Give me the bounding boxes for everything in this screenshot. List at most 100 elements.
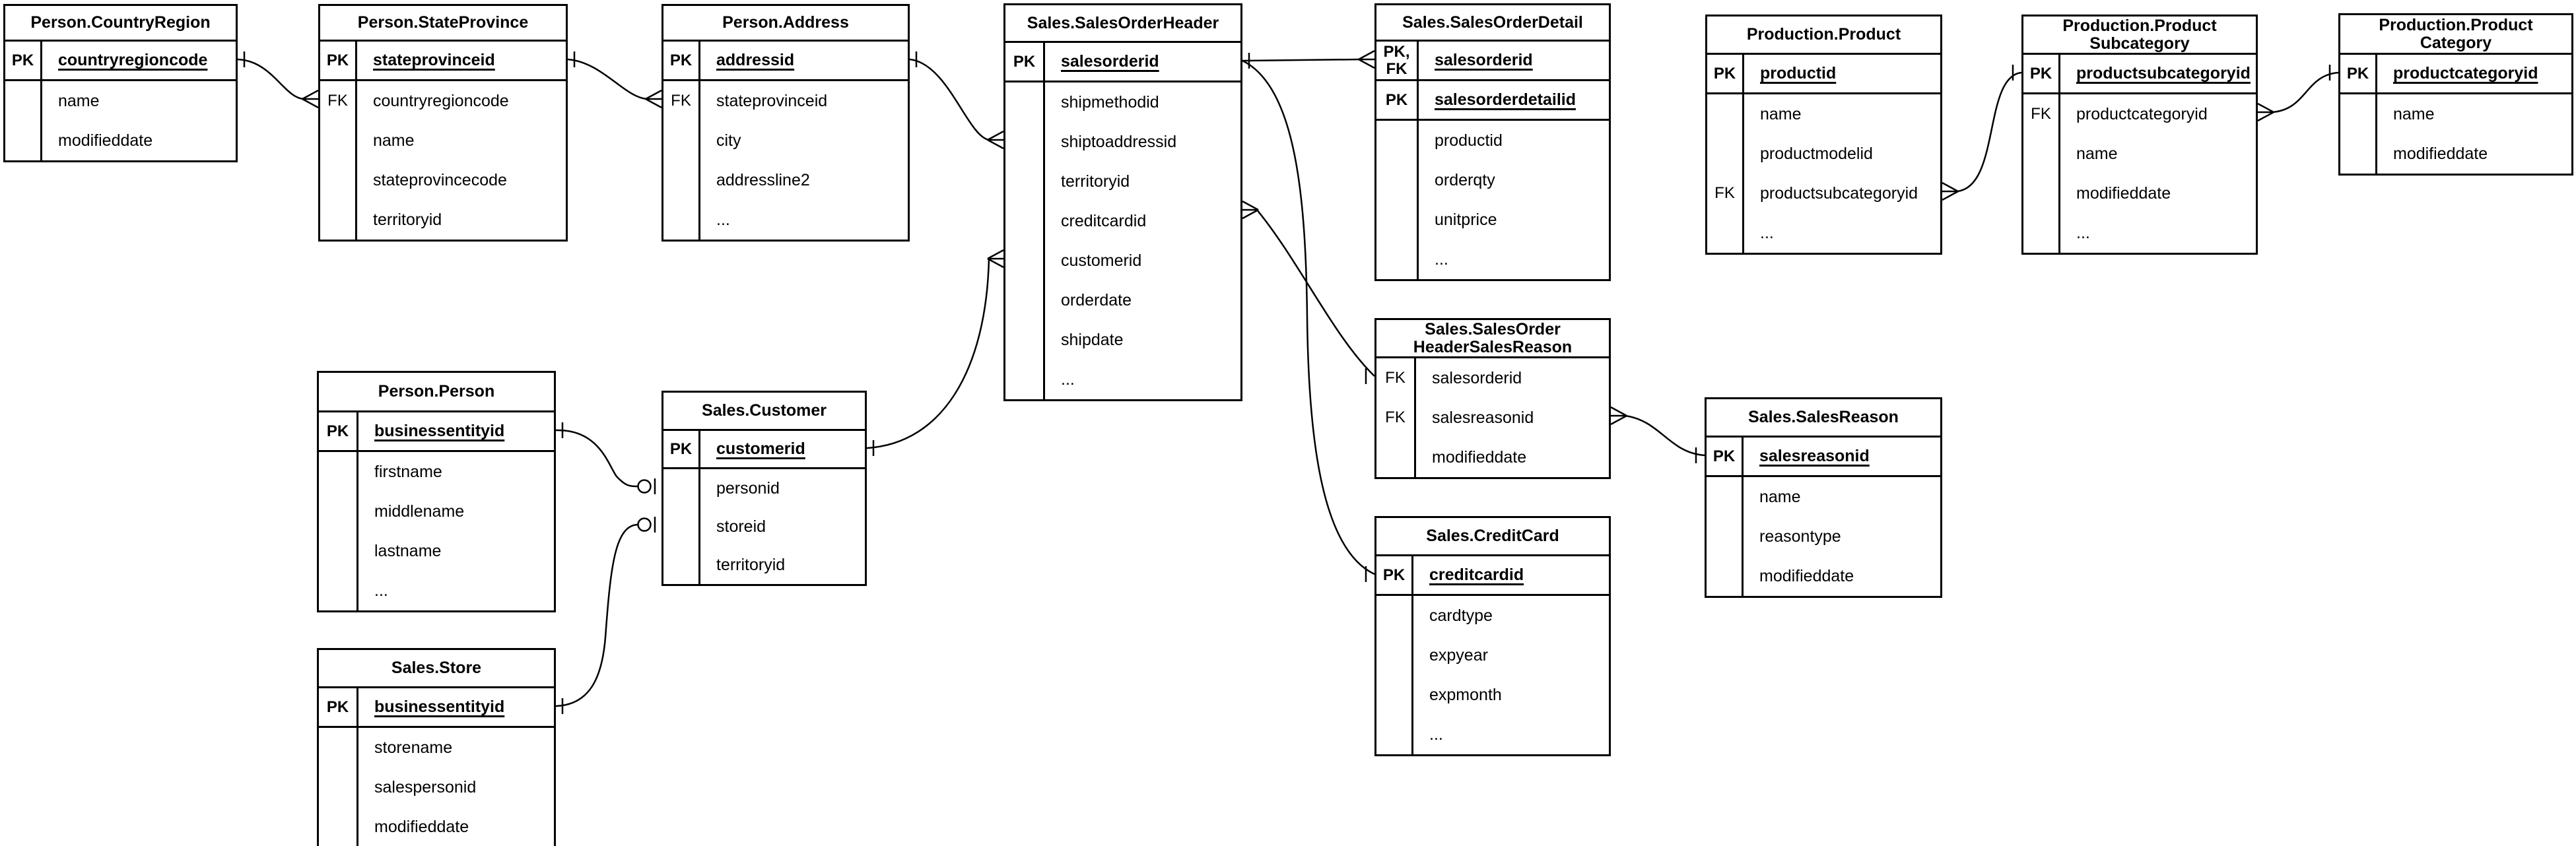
table-row: FK salesorderid — [1376, 358, 1609, 398]
many-crowfoot-marker — [302, 89, 319, 100]
connector-stateprovince-to-address[interactable] — [567, 58, 648, 100]
key-label — [5, 81, 42, 121]
connector-address-to-salesorderheader[interactable] — [909, 58, 990, 141]
key-label — [319, 531, 358, 571]
field-name: reasontype — [1759, 527, 1841, 546]
connector-person-to-customer[interactable] — [555, 429, 639, 488]
key-label: PK — [1005, 43, 1045, 81]
field-name: name — [1760, 104, 1802, 123]
field-name: ... — [1435, 249, 1448, 269]
table-row: expmonth — [1376, 675, 1609, 715]
table-row: personid — [663, 469, 865, 507]
many-crowfoot-marker — [1610, 414, 1627, 426]
key-label: PK — [1376, 556, 1413, 594]
connector-productsubcategory-to-productcategory[interactable] — [2272, 71, 2339, 114]
table-title-line: Production.Product — [2062, 16, 2217, 35]
field-name: customerid — [1061, 251, 1142, 270]
field-name: creditcardid — [1429, 566, 1524, 584]
connector-customer-to-salesorderheader[interactable] — [866, 258, 990, 449]
table-row: modifieddate — [2023, 174, 2256, 213]
table-row: productmodelid — [1707, 134, 1940, 174]
table-title-line: Sales.Store — [391, 659, 482, 677]
connector-product-to-productsubcategory[interactable] — [1956, 71, 2022, 193]
connector-store-to-customer[interactable] — [555, 523, 639, 707]
table-row: lastname — [319, 531, 554, 571]
table-row: ... — [1707, 213, 1940, 253]
table-row: territoryid — [320, 200, 566, 240]
key-label: FK — [1376, 358, 1416, 398]
key-label — [1005, 201, 1045, 241]
table-title-line: Production.Product — [1746, 25, 1901, 44]
connector-salesorderheader-to-salesorderheadersalesreason[interactable] — [1256, 209, 1375, 377]
table-title-line: Sales.SalesOrderHeader — [1027, 13, 1219, 32]
field-name: salesorderid — [1432, 368, 1522, 387]
table-title-line: Sales.SalesReason — [1748, 408, 1899, 426]
table-row: orderqty — [1376, 160, 1609, 200]
field-name: countryregioncode — [58, 51, 208, 69]
table-title: Person.Person — [319, 373, 554, 412]
key-label — [1376, 438, 1416, 477]
field-name: ... — [1429, 725, 1443, 744]
many-crowfoot-marker — [302, 98, 319, 109]
connector-salesorderheader-to-creditcard[interactable] — [1242, 59, 1375, 575]
many-crowfoot-marker — [1358, 49, 1375, 61]
field-name: salesorderid — [1435, 51, 1533, 69]
key-label: PK — [1707, 55, 1744, 92]
connector-countryregion-to-stateprovince[interactable] — [237, 58, 304, 100]
field-name: businessentityid — [374, 422, 505, 440]
connector-salesorderheader-to-salesorderdetail[interactable] — [1242, 58, 1361, 62]
field-name: middlename — [374, 502, 465, 521]
field-name: salesorderdetailid — [1435, 90, 1576, 109]
key-label — [663, 469, 700, 507]
table-title-line: Sales.SalesOrder — [1425, 319, 1561, 339]
key-label — [1707, 556, 1744, 596]
field-name: creditcardid — [1061, 211, 1147, 230]
table-row: firstname — [319, 452, 554, 492]
table-row: modifieddate — [319, 807, 554, 846]
table-row: storeid — [663, 507, 865, 546]
many-crowfoot-marker — [1358, 58, 1375, 69]
key-label: FK — [320, 81, 357, 121]
key-label: PK — [2340, 55, 2377, 92]
key-label — [663, 546, 700, 584]
key-label: PK, FK — [1376, 42, 1419, 79]
key-label — [1376, 121, 1419, 160]
key-label — [1005, 82, 1045, 122]
field-name: productcategoryid — [2076, 104, 2208, 123]
key-label — [319, 767, 358, 807]
connector-salesorderheadersalesreason-to-salesreason[interactable] — [1625, 414, 1705, 457]
key-label — [663, 160, 700, 200]
field-name: modifieddate — [2076, 183, 2171, 203]
field-name: expyear — [1429, 645, 1488, 665]
table-row: modifieddate — [2340, 134, 2571, 174]
field-name: shipmethodid — [1061, 92, 1159, 112]
field-name: stateprovinceid — [373, 51, 495, 69]
key-label: FK — [1376, 398, 1416, 438]
table-row: reasontype — [1707, 517, 1940, 556]
key-label — [1376, 240, 1419, 279]
many-crowfoot-marker — [1242, 209, 1259, 220]
table-title-line: Person.Address — [722, 13, 849, 32]
key-label: FK — [2023, 94, 2060, 134]
key-label — [1005, 280, 1045, 320]
